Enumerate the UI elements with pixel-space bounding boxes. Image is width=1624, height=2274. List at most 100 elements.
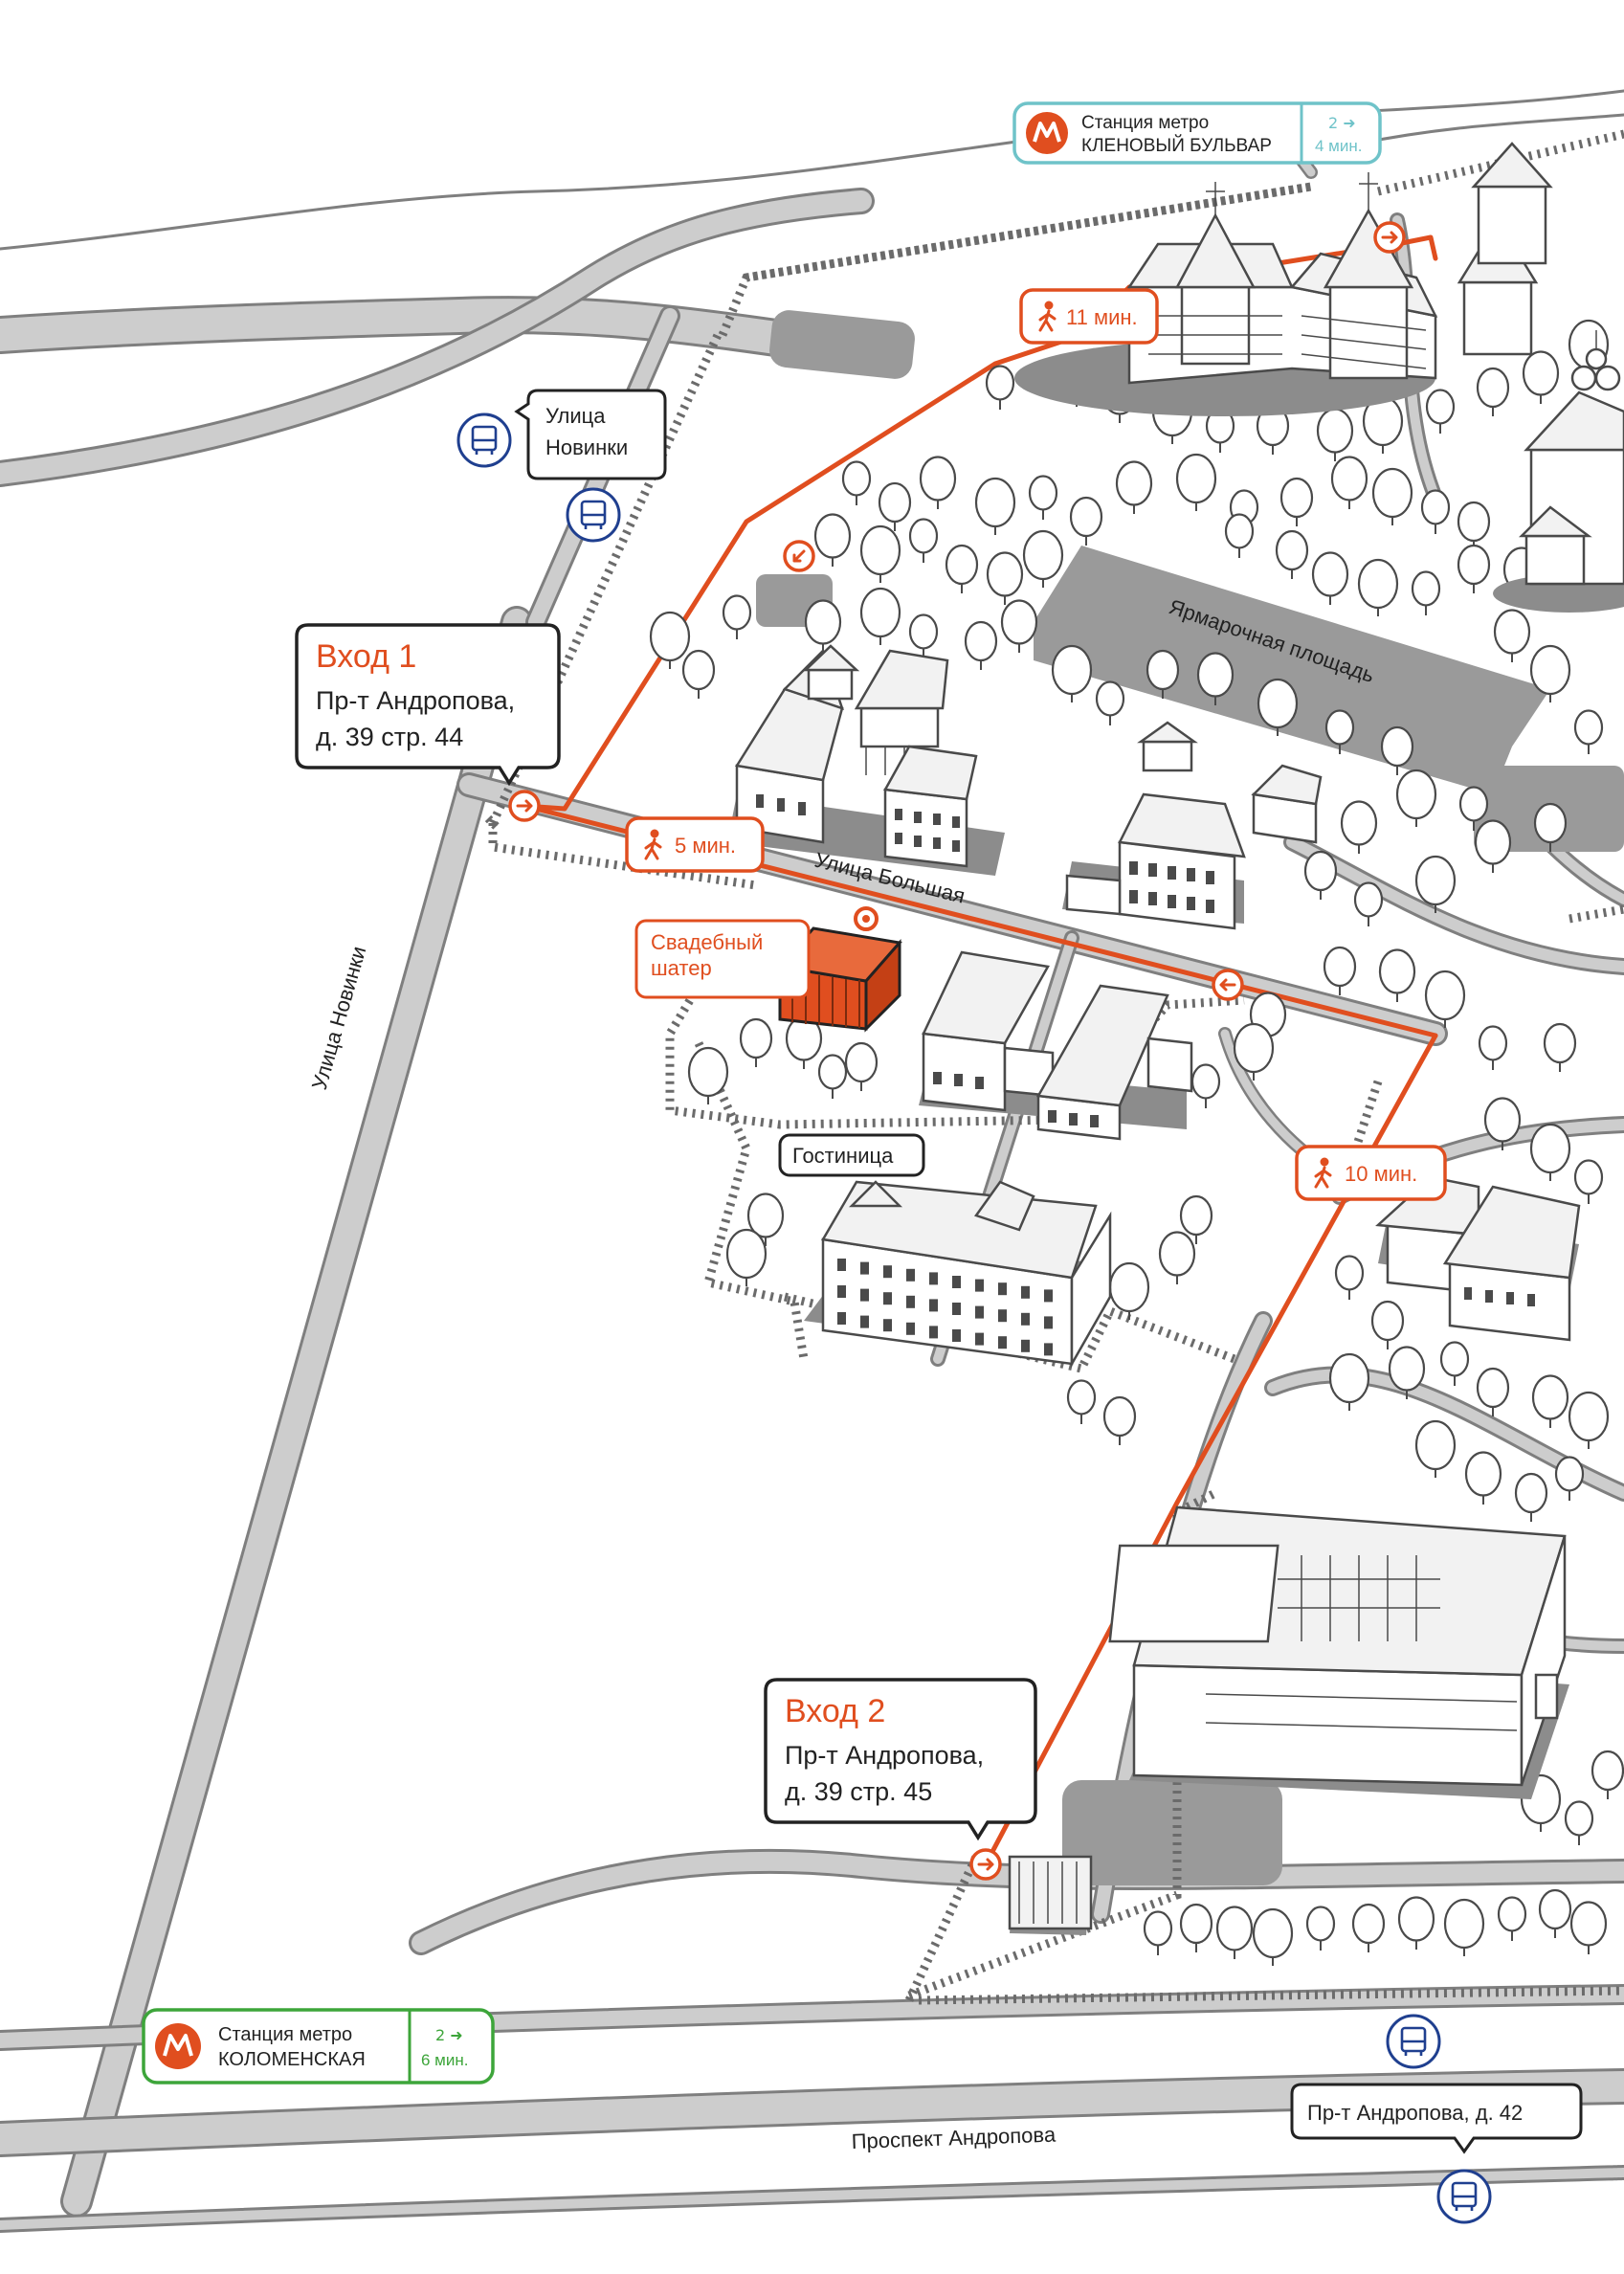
tree: [1476, 367, 1510, 416]
right-houses: [1375, 1175, 1581, 1342]
bus-stop-novinki-label: Улица Новинки: [545, 404, 628, 459]
tree: [681, 649, 716, 699]
entrance-2-address-line1: Пр-т Андропова,: [785, 1741, 984, 1770]
hotel-callout: Гостиница: [778, 1133, 925, 1177]
bus-icon: [456, 412, 512, 468]
tree: [1414, 855, 1457, 913]
hotel-window: [883, 1265, 892, 1279]
tree: [739, 1017, 773, 1067]
hotel-label: Гостиница: [792, 1144, 894, 1168]
tree: [1573, 1159, 1604, 1204]
tree: [1353, 881, 1384, 926]
tree: [1439, 1341, 1470, 1386]
walking-person-icon: [1038, 301, 1057, 332]
tree: [1340, 800, 1378, 854]
tree: [1279, 477, 1314, 526]
tree: [1464, 1451, 1502, 1505]
walk-time-label: 5 мин.: [675, 834, 736, 858]
tree: [985, 365, 1015, 410]
tree: [1474, 819, 1512, 873]
bus-icon: [566, 487, 621, 543]
direction-markers: [508, 221, 1406, 1881]
tree: [1457, 544, 1491, 593]
metro-bottom-name: КОЛОМЕНСКАЯ: [218, 2049, 366, 2070]
hotel-window: [929, 1299, 938, 1312]
tree: [1529, 1123, 1571, 1181]
tree: [1190, 1063, 1221, 1108]
entrance-1-title: Вход 1: [316, 638, 416, 675]
direction-marker: [508, 790, 541, 822]
direction-marker: [969, 1848, 1002, 1881]
hotel-window: [1044, 1343, 1053, 1356]
walk-time-badge: 11 мин.: [1019, 288, 1159, 345]
tree: [1179, 1903, 1213, 1952]
entrance-callouts: Вход 1 Пр-т Андропова, д. 39 стр. 44 Вхо…: [295, 623, 1037, 1841]
bus-icons: [456, 412, 1492, 2224]
trees: [649, 319, 1624, 1966]
tree: [1564, 1800, 1594, 1845]
street-label-andropova: Проспект Андропова: [851, 2123, 1057, 2153]
tree: [1022, 529, 1064, 588]
hotel-window: [837, 1259, 846, 1271]
tree: [1458, 786, 1489, 831]
tree: [908, 613, 939, 658]
tree: [1424, 970, 1466, 1028]
tree: [841, 460, 872, 505]
hotel-window: [998, 1282, 1007, 1296]
tree: [1425, 389, 1456, 434]
hotel-window: [952, 1329, 961, 1342]
tree: [1514, 1472, 1548, 1522]
hotel-window: [1044, 1289, 1053, 1303]
tree: [1330, 456, 1368, 509]
exhibition-hall: [1108, 1505, 1569, 1799]
tree: [1143, 1910, 1173, 1955]
hotel-window: [860, 1261, 869, 1275]
houses-block-north-west: [727, 644, 1005, 876]
tree: [1395, 769, 1437, 827]
houses-block-north-east: [1062, 721, 1323, 930]
tree: [1522, 350, 1560, 404]
hotel-window: [1044, 1316, 1053, 1329]
tree: [1531, 1374, 1569, 1428]
tree: [1205, 408, 1235, 453]
tree: [1158, 1231, 1196, 1284]
tree: [1591, 1750, 1624, 1799]
tree: [1443, 1898, 1485, 1956]
tree: [1334, 1255, 1365, 1300]
tree: [722, 594, 752, 639]
tree: [1224, 513, 1255, 558]
hotel-window: [1021, 1285, 1030, 1299]
tree: [1568, 1391, 1610, 1449]
ticket-building: [1008, 1855, 1093, 1935]
entrance-2-callout: Вход 2 Пр-т Андропова, д. 39 стр. 45: [764, 1678, 1037, 1841]
tree: [1324, 709, 1355, 754]
hotel-window: [837, 1312, 846, 1325]
tree: [859, 524, 901, 583]
tree: [1028, 475, 1058, 520]
hotel-window: [906, 1268, 915, 1282]
direction-marker: [783, 540, 815, 572]
tree: [1305, 1906, 1336, 1951]
tree: [1316, 408, 1354, 461]
tree: [1420, 489, 1451, 534]
metro-bottom-title: Станция метро: [218, 2024, 352, 2045]
tree: [1497, 1896, 1527, 1941]
hotel-window: [998, 1309, 1007, 1323]
tree: [1371, 467, 1413, 525]
tree: [1397, 1896, 1435, 1950]
tree: [1179, 1194, 1213, 1244]
tree: [1215, 1906, 1254, 1959]
walking-person-icon: [1314, 1157, 1332, 1189]
tree: [1357, 558, 1399, 616]
tree: [964, 620, 998, 670]
tree: [1538, 1888, 1572, 1938]
tree: [1483, 1097, 1522, 1150]
tree: [1380, 725, 1414, 775]
tree: [844, 1041, 879, 1091]
right-church: [1471, 142, 1624, 613]
tree: [1108, 1261, 1150, 1320]
hotel-window: [975, 1332, 984, 1346]
houses-block-south: [919, 950, 1193, 1141]
tree: [1411, 570, 1441, 615]
